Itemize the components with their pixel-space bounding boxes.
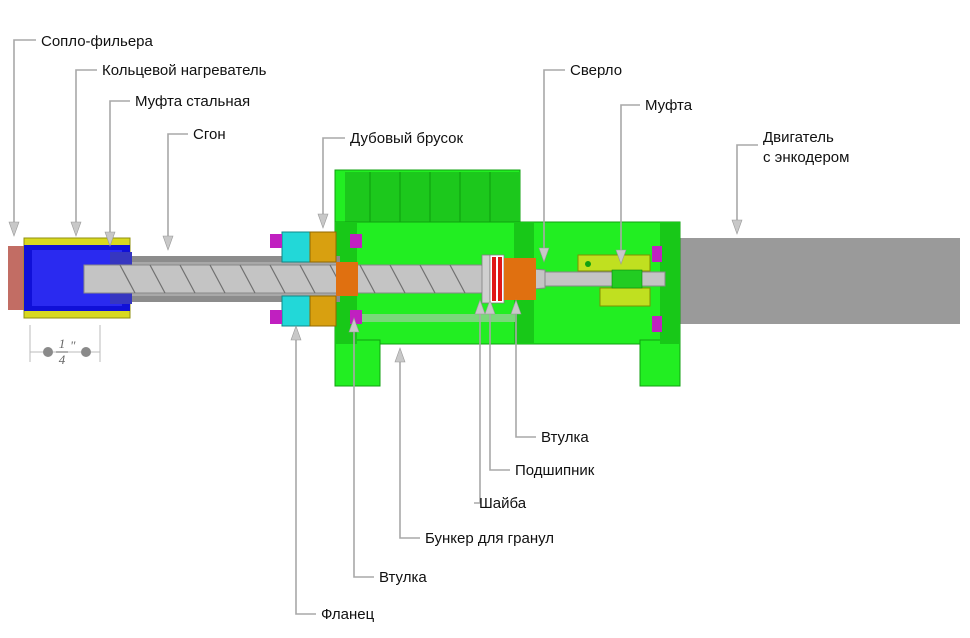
dimension-quarter-inch: 1 4 " <box>29 325 101 367</box>
oak-block-top <box>309 231 337 263</box>
dimension-denominator: 4 <box>59 352 66 367</box>
coupling-bottom <box>599 287 651 307</box>
label-sleeve-left: Втулка <box>379 569 427 586</box>
motor-body <box>680 238 960 324</box>
bushing-right <box>504 258 536 300</box>
label-hopper: Бункер для гранул <box>425 530 554 547</box>
label-flange: Фланец <box>321 606 375 623</box>
dimension-numerator: 1 <box>59 336 66 351</box>
flange-bottom <box>281 295 311 327</box>
label-motor-line1: Двигатель <box>763 129 834 146</box>
label-bearing: Подшипник <box>515 462 595 479</box>
label-oak-block: Дубовый брусок <box>350 130 463 147</box>
label-coupling: Муфта <box>645 97 693 114</box>
label-nozzle: Сопло-фильера <box>41 33 154 50</box>
label-washer: Шайба <box>479 495 527 512</box>
dimension-unit: " <box>70 338 76 353</box>
label-sleeve-right: Втулка <box>541 429 589 446</box>
washer <box>481 254 491 304</box>
leaders <box>8 39 758 615</box>
label-sgon: Сгон <box>193 126 226 143</box>
label-drill: Сверло <box>570 62 622 79</box>
label-motor-line2: с энкодером <box>763 149 849 166</box>
label-heater: Кольцевой нагреватель <box>102 62 267 79</box>
oak-block-bottom <box>309 295 337 327</box>
flange-top <box>281 231 311 263</box>
label-steel-coupling: Муфта стальная <box>135 93 250 110</box>
